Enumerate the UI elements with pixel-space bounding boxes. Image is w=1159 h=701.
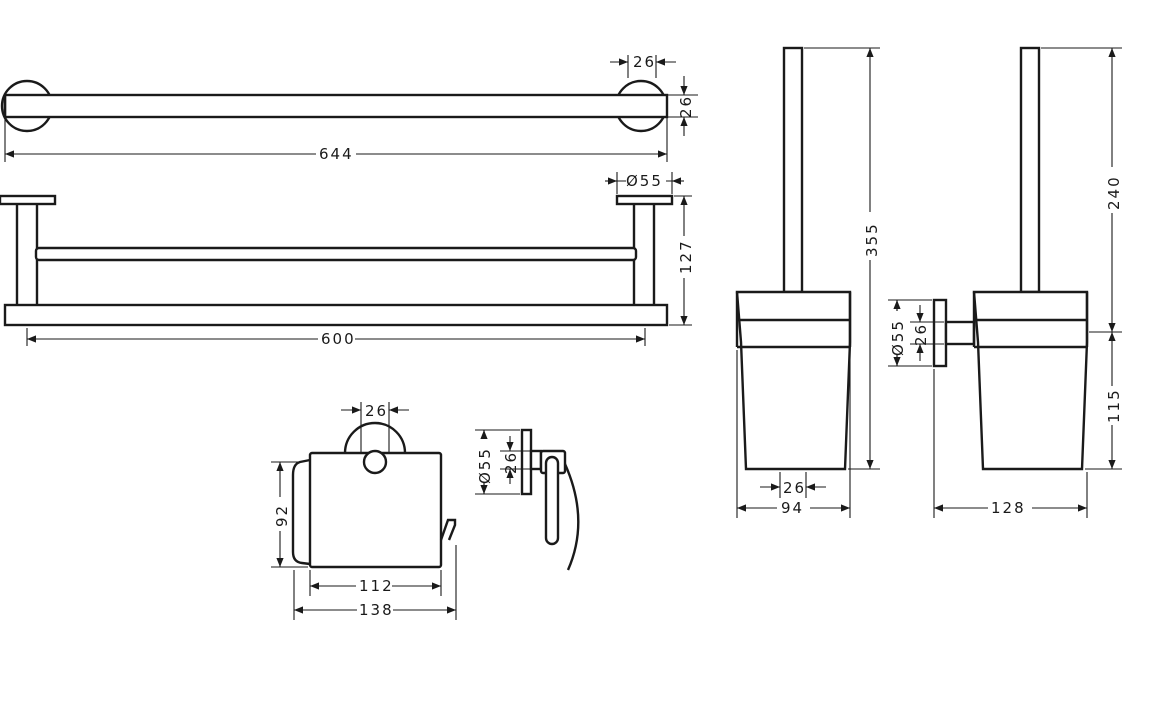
shelf-dimensions: Ø55 127 600 [26,172,695,348]
dim-towel-depth: 26 [633,53,656,71]
dim-holder-height: 92 [273,504,291,527]
dim-towel-height: 26 [677,95,695,118]
towel-bar [0,79,669,133]
dim-wall-brush-bowl: 115 [1105,388,1123,423]
paper-holder-side [520,428,580,571]
toilet-brush-wall-dimensions: Ø55 26 240 115 128 [888,47,1123,518]
towel-bar-dimensions: 26 26 644 [4,53,698,163]
paper-holder-front [291,421,457,569]
dim-wall-brush-diameter: Ø55 [889,319,907,356]
dim-holder-side-diameter: Ø55 [476,447,494,484]
dim-brush-height: 355 [863,222,881,257]
toilet-brush-wall [932,46,1089,471]
dim-brush-gap: 26 [783,479,806,497]
dim-shelf-diameter: Ø55 [626,172,663,190]
paper-holder-side-dimensions: Ø55 26 [475,429,530,495]
toilet-brush-standing-dimensions: 355 26 94 [736,47,881,518]
dim-shelf-height: 127 [677,239,695,274]
dim-holder-width: 112 [359,577,394,595]
dim-wall-brush-depth: 26 [912,323,930,346]
dim-holder-total-width: 138 [359,601,394,619]
dim-wall-brush-projection: 128 [991,499,1026,517]
dim-brush-width: 94 [781,499,804,517]
dim-wall-brush-handle: 240 [1105,175,1123,210]
dim-shelf-length: 600 [321,330,356,348]
dim-holder-rosette: 26 [365,402,388,420]
dim-holder-side-depth: 26 [502,451,520,474]
paper-holder-front-dimensions: 26 92 112 138 [271,402,457,620]
toilet-brush-standing [735,46,852,471]
dim-towel-length: 644 [319,145,354,163]
towel-rail-shelf [0,194,674,327]
